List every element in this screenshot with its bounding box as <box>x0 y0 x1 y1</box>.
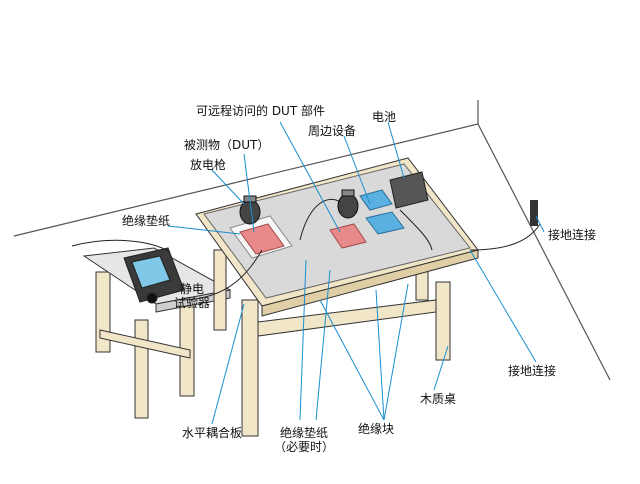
cables <box>71 198 541 301</box>
dut-block <box>239 223 285 255</box>
leader-insulation-mat-top <box>167 225 241 235</box>
esd-tester-screen <box>131 255 171 289</box>
label-hcp: 水平耦合板 <box>182 426 243 440</box>
label-esd-tester: 静电 试验器 <box>174 282 211 310</box>
leader-remote-dut <box>279 121 341 233</box>
esd-tester-knob <box>146 292 158 304</box>
ground-clamp <box>530 200 538 226</box>
table-leg-front-left <box>241 299 259 437</box>
label-wooden-table: 木质桌 <box>420 392 457 406</box>
gun-2-cable <box>299 198 341 241</box>
table-leg-front-right <box>435 281 451 361</box>
label-insulation-block: 绝缘块 <box>358 422 395 436</box>
ground-cable <box>469 223 541 251</box>
room-outline <box>13 100 611 381</box>
label-insulation-mat-bottom: 绝缘垫纸 （必要时） <box>274 426 335 454</box>
label-remote-dut: 可远程访问的 DUT 部件 <box>196 104 325 118</box>
label-ground-connection-1: 接地连接 <box>548 228 597 242</box>
battery <box>389 171 429 209</box>
label-ground-connection-2: 接地连接 <box>508 364 557 378</box>
leader-insulation-mat-bottom-1 <box>299 259 307 421</box>
leader-ground-2 <box>469 249 537 363</box>
leader-discharge-gun <box>211 169 245 205</box>
peripheral-block <box>365 211 405 235</box>
leader-insulation-mat-bottom-2 <box>315 269 331 421</box>
label-discharge-gun: 放电枪 <box>190 158 227 172</box>
leader-lines <box>167 121 545 425</box>
tester-table-leg-back <box>134 319 149 419</box>
label-dut: 被测物（DUT） <box>184 138 270 152</box>
table-top-edge <box>261 249 479 317</box>
tester-table-rail <box>99 329 191 359</box>
leader-wooden-table <box>433 345 449 391</box>
tester-to-gun-cable <box>179 249 263 301</box>
battery-cable <box>399 209 433 251</box>
leader-peripheral <box>343 135 371 205</box>
discharge-gun-2 <box>337 189 359 219</box>
discharge-gun-2-head <box>337 193 359 219</box>
leader-dut <box>243 153 255 233</box>
tester-cable <box>71 239 171 253</box>
esd-tester <box>123 247 185 304</box>
leader-hcp <box>211 303 245 425</box>
label-insulation-mat-top: 绝缘垫纸 <box>122 214 171 228</box>
leader-battery <box>387 121 405 179</box>
leader-insulation-block-2 <box>375 289 385 421</box>
wall-floor-line-right <box>477 123 611 381</box>
label-peripheral: 周边设备 <box>308 124 357 138</box>
peripheral-block-upper <box>359 189 393 211</box>
leader-ground-1 <box>535 215 545 233</box>
leader-insulation-block-3 <box>383 283 409 421</box>
discharge-gun-2-tip <box>341 189 355 197</box>
leader-insulation-block-1 <box>319 299 385 421</box>
label-battery: 电池 <box>372 110 397 124</box>
